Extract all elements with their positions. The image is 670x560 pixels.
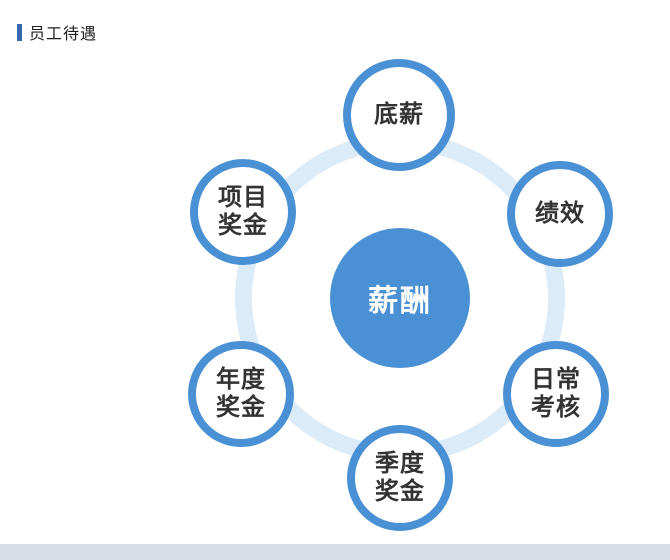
node-label: 日常 bbox=[531, 366, 581, 394]
node-label: 奖金 bbox=[375, 478, 425, 505]
page-title-block: 员工待遇 bbox=[17, 20, 97, 44]
node-performance: 绩效 bbox=[507, 161, 613, 267]
node-label: 考核 bbox=[531, 394, 581, 421]
title-accent-bar bbox=[17, 23, 22, 41]
center-node-label: 薪酬 bbox=[368, 285, 432, 318]
node-label: 奖金 bbox=[218, 212, 268, 239]
node-base-salary: 底薪 bbox=[343, 59, 455, 171]
node-label: 项目 bbox=[218, 184, 268, 212]
node-label: 季度 bbox=[375, 450, 425, 478]
node-annual-bonus: 年度 奖金 bbox=[188, 341, 294, 447]
page-title: 员工待遇 bbox=[29, 26, 98, 43]
bottom-strip bbox=[0, 544, 670, 560]
node-label: 奖金 bbox=[216, 394, 266, 421]
node-project-bonus: 项目 奖金 bbox=[190, 159, 296, 265]
center-node-salary: 薪酬 bbox=[330, 228, 470, 368]
node-label: 年度 bbox=[216, 366, 266, 394]
node-label: 绩效 bbox=[535, 200, 585, 228]
node-quarterly-bonus: 季度 奖金 bbox=[347, 425, 453, 531]
node-label: 底薪 bbox=[374, 101, 424, 129]
node-daily-assessment: 日常 考核 bbox=[503, 341, 609, 447]
